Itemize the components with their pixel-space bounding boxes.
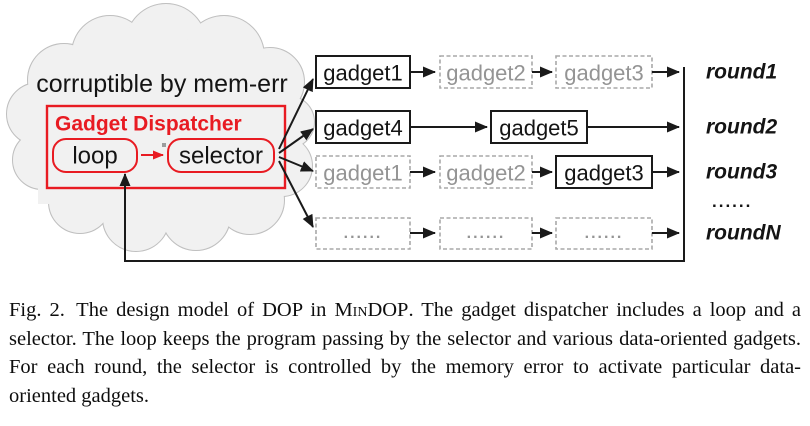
gadget-label: gadget1 <box>323 161 403 186</box>
cloud-label: corruptible by mem-err <box>36 70 287 98</box>
gadget-label: gadget3 <box>564 61 644 86</box>
fanout-arrow-round2 <box>278 128 314 154</box>
fanout-arrow-round1 <box>278 78 314 150</box>
gadget-label: gadget2 <box>446 161 526 186</box>
gadget-label: ...... <box>585 225 624 242</box>
caption-text-after: . The gadget dispatcher includes a loop … <box>9 299 801 407</box>
gadget-label: gadget2 <box>446 61 526 86</box>
round-ellipsis: ...... <box>712 192 752 211</box>
gadget-label: gadget4 <box>323 116 403 141</box>
gadget-box <box>439 217 533 250</box>
figure-diagram: corruptible by mem-err Gadget Dispatcher… <box>6 3 781 262</box>
gadget-row-4: ...... ...... ...... <box>315 217 680 250</box>
gadget-box <box>439 155 533 189</box>
round-labels: round1 round2 round3 ...... roundN <box>706 61 781 245</box>
gadget-label: gadget5 <box>499 116 579 141</box>
gadget-box <box>315 217 411 250</box>
caption-figure-label: Fig. 2. <box>9 299 65 321</box>
loop-node <box>52 138 138 173</box>
gadget-label: gadget1 <box>323 61 403 86</box>
selector-fanout-arrows <box>278 78 314 228</box>
feedback-loop-line <box>119 67 685 262</box>
figure-caption: Fig. 2. The design model of DOP in MinDOP… <box>0 296 810 410</box>
gadget-dispatcher-title: Gadget Dispatcher <box>55 113 242 136</box>
caption-text-before: The design model of DOP in <box>76 299 335 321</box>
selector-label: selector <box>179 143 263 170</box>
gadget-row-1: gadget1 gadget2 gadget3 <box>315 55 680 89</box>
gadget-label: ...... <box>344 225 383 242</box>
gadget-box <box>315 110 411 144</box>
gadget-label: gadget3 <box>564 161 644 186</box>
round-label-3: round3 <box>706 161 777 184</box>
fanout-arrow-roundN <box>278 160 314 228</box>
gadget-box <box>439 55 533 89</box>
selector-node <box>167 138 275 173</box>
round-label-N: roundN <box>706 222 781 245</box>
gadget-label: ...... <box>467 225 506 242</box>
fanout-arrow-round3 <box>278 156 314 172</box>
gadget-box <box>315 155 411 189</box>
round-label-1: round1 <box>706 61 777 84</box>
stray-mark <box>162 143 166 147</box>
gadget-row-2: gadget4 gadget5 <box>315 110 680 144</box>
caption-smallcaps-term: MinDOP <box>334 299 409 321</box>
round-label-2: round2 <box>706 116 777 139</box>
gadget-row-3: gadget1 gadget2 gadget3 <box>315 155 680 189</box>
loop-label: loop <box>72 143 117 170</box>
